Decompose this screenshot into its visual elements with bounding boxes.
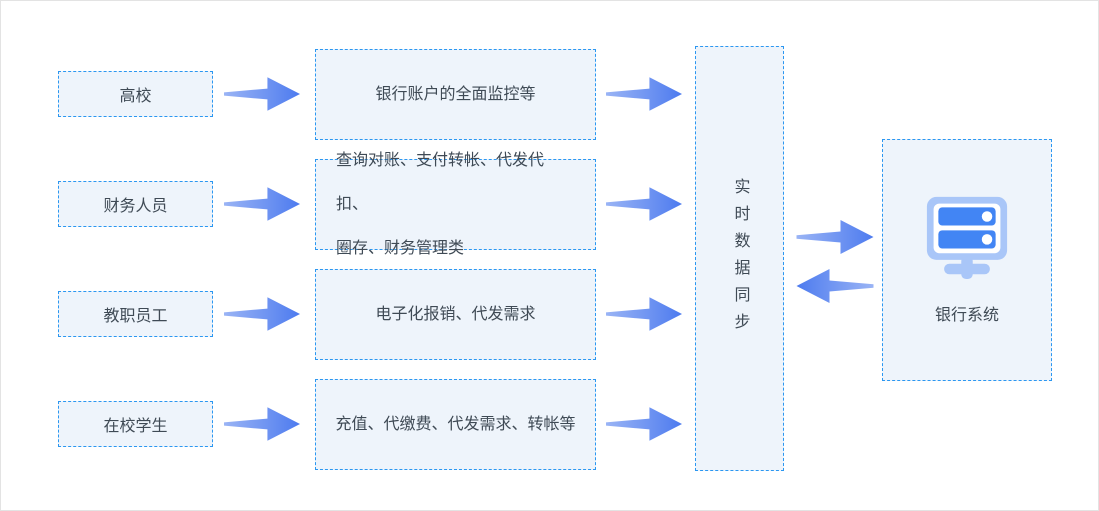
arrow-right-icon [224,407,300,441]
arrow-right-icon [606,187,682,221]
sync-label: 实时数据同步 [731,177,749,340]
actor-box-university: 高校 [58,71,213,117]
actor-label: 高校 [119,88,152,105]
arrow-right-icon [224,297,300,331]
actor-label: 教职员工 [103,308,168,325]
server-icon [921,195,1013,279]
actor-box-students: 在校学生 [58,401,213,447]
service-box-student-ops: 充值、代缴费、代发需求、转帐等 [315,379,596,470]
service-label: 充值、代缴费、代发需求、转帐等 [335,415,576,433]
arrow-right-icon [606,297,682,331]
service-box-reimbursement: 电子化报销、代发需求 [315,269,596,360]
actor-label: 在校学生 [103,418,168,435]
arrow-right-icon [224,187,300,221]
arrow-right-icon [606,407,682,441]
actor-box-faculty-staff: 教职员工 [58,291,213,337]
arrow-left-icon [796,269,874,303]
arrow-right-icon [796,220,874,254]
service-box-finance-ops: 查询对账、支付转帐、代发代扣、 圈存、财务管理类 [315,152,596,257]
service-label: 银行账户的全面监控等 [375,85,536,103]
service-label: 电子化报销、代发需求 [375,305,536,323]
bank-label: 银行系统 [934,307,999,324]
actor-label: 财务人员 [103,198,168,215]
service-box-monitoring: 银行账户的全面监控等 [315,49,596,140]
arrow-right-icon [606,77,682,111]
sync-box: 实时数据同步 [695,46,784,471]
bank-system-box: 银行系统 [882,139,1052,381]
arrow-right-icon [224,77,300,111]
actor-box-finance-staff: 财务人员 [58,181,213,227]
